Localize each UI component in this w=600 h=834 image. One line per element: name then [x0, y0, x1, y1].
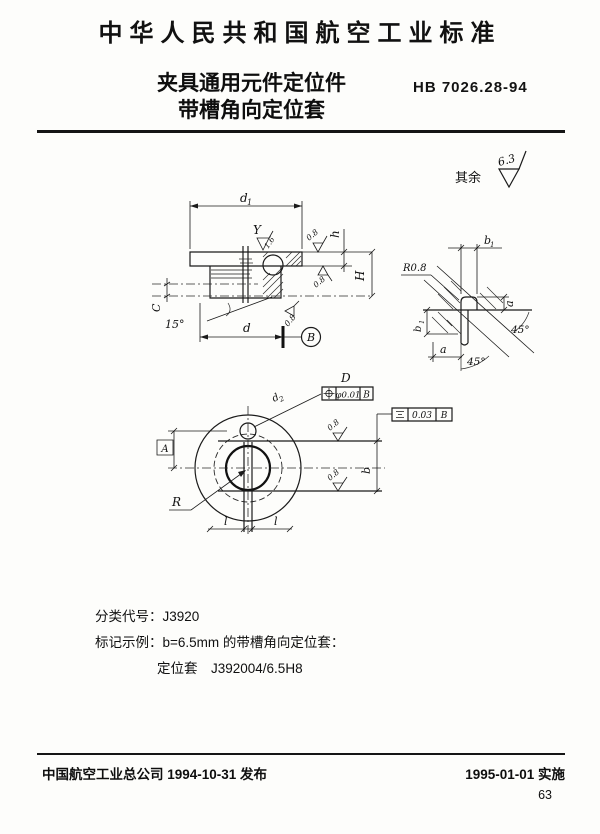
label-a-bottom: a: [440, 343, 447, 356]
label-b: b: [360, 467, 373, 474]
roughness-value-bore: 0.8: [283, 313, 298, 329]
label-angle15: 15°: [165, 318, 185, 331]
boss-outline: [210, 266, 281, 298]
label-R: R: [171, 495, 181, 509]
detail-45-chamfer-lines: [424, 266, 534, 357]
detail-callout-Y: Y 1.6: [253, 223, 277, 250]
roughness-bottom-face: 0.8: [312, 266, 332, 290]
dimension-d1: d 1: [190, 191, 302, 249]
boss-groove-lines: [211, 270, 252, 278]
label-b1-top-sub: 1: [490, 241, 494, 249]
document-title-line1: 夹具通用元件定位件: [157, 72, 346, 95]
dimension-b1-left: b 1: [413, 307, 458, 337]
release-info: 中国航空工业总公司 1994-10-31 发布: [42, 767, 268, 782]
document-title: 夹具通用元件定位件 带槽角向定位套: [104, 70, 399, 124]
detail-view-Y: b 1 R0.8 a 45° b 1 a: [401, 234, 534, 371]
document-title-line2: 带槽角向定位套: [178, 99, 325, 122]
slot-break-ticks: [239, 259, 253, 263]
technical-drawing: 其余 6.3 d: [150, 140, 600, 570]
dimension-a-right: a: [477, 294, 516, 313]
roughness-value-slot-bottom: 0.8: [326, 467, 342, 482]
dimension-l: l l: [207, 515, 293, 532]
fcf-position-frame: φ0.01 B: [322, 387, 373, 401]
plan-slot-width-lines: [218, 441, 382, 491]
label-d2-sub: 2: [277, 394, 286, 404]
fcf-symmetry-frame: 0.03 B: [377, 408, 452, 421]
dimension-angle45-right: 45°: [510, 312, 530, 336]
plan-slot-lines: [244, 442, 252, 532]
projection-lines: [302, 252, 372, 266]
roughness-slot-bottom: 0.8: [326, 467, 347, 491]
general-note-text: 其余: [455, 170, 481, 185]
detail-slot-lower: [461, 310, 468, 345]
dimension-h: h: [328, 229, 347, 272]
dimension-d: d: [200, 303, 283, 342]
label-detail-Y: Y: [253, 223, 262, 237]
label-A: A: [160, 444, 168, 455]
symmetry-tolerance-value: 0.03: [412, 411, 432, 421]
label-l-right: l: [274, 515, 278, 528]
dimension-A: A: [157, 428, 227, 471]
roughness-value-slot-top: 0.8: [326, 417, 342, 432]
dimension-R: R: [169, 470, 246, 510]
dimension-angle45-bottom: 45°: [461, 356, 489, 369]
symmetry-symbol-icon: [396, 412, 404, 418]
position-datum-ref: B: [362, 391, 370, 401]
position-symbol-icon: [324, 388, 335, 399]
general-roughness-note: 其余 6.3: [455, 151, 526, 187]
dimension-C: C: [150, 278, 170, 312]
marking-example-line1: 标记示例：b=6.5mm 的带槽角向定位套：: [95, 635, 345, 650]
label-b1-left-sub: 1: [418, 320, 426, 324]
label-h: h: [328, 230, 342, 238]
slot-radius-circle: [263, 255, 283, 275]
section-view: d 1 h H 0.8 0.8: [150, 191, 375, 348]
slot-edge-lines: [243, 246, 248, 303]
symmetry-datum-ref: B: [440, 411, 448, 421]
dimension-b1-top: b 1: [448, 234, 502, 294]
position-tolerance-value: φ0.01: [336, 391, 361, 401]
marking-example-line2: 定位套 J392004/6.5H8: [157, 661, 303, 676]
section-hatching: [263, 252, 301, 298]
roughness-top-face: 0.8: [305, 227, 327, 252]
label-b1-left: b: [413, 326, 424, 332]
roughness-slot-top: 0.8: [326, 417, 347, 441]
implementation-info: 1995-01-01 实施: [465, 767, 565, 782]
detail-slot-bump: [461, 297, 477, 310]
roughness-symbol-general: [499, 151, 526, 187]
plan-view: A R l l b 0.8 0.8: [157, 371, 452, 534]
label-d1-sub: 1: [247, 198, 252, 207]
roughness-value-bottom: 0.8: [312, 274, 328, 289]
dimension-b: b: [360, 414, 380, 494]
label-r-fillet: R0.8: [402, 263, 426, 274]
detail-hatching: [432, 281, 503, 334]
datum-B-section: B: [283, 326, 321, 348]
label-d2: d: [270, 392, 281, 405]
standard-org-title: 中华人民共和国航空工业标准: [98, 20, 502, 47]
label-datum-B: B: [306, 331, 315, 344]
label-d: d: [243, 321, 251, 335]
header-divider: [37, 130, 565, 133]
page-number: 63: [538, 788, 552, 802]
label-a-right: a: [503, 300, 516, 307]
dimension-r-fillet: R0.8: [401, 263, 459, 300]
label-angle45-right: 45°: [510, 324, 530, 336]
dimension-a-bottom: a: [428, 342, 464, 362]
roughness-value-top: 0.8: [305, 227, 321, 242]
dimension-H: H: [353, 249, 375, 299]
standard-number: HB 7026.28-94: [413, 79, 528, 96]
label-d1: d: [240, 191, 248, 205]
classification-code-line: 分类代号：J3920: [95, 609, 200, 624]
footer-divider: [37, 753, 565, 755]
hole-leader-d2: d 2: [254, 392, 321, 427]
roughness-bore: 0.8: [283, 301, 299, 328]
label-H: H: [353, 270, 367, 282]
dimension-angle15: 15°: [165, 297, 272, 331]
label-b1-top: b: [484, 234, 491, 247]
label-angle45-bottom: 45°: [466, 356, 486, 368]
label-l-left: l: [224, 515, 228, 528]
label-C: C: [150, 303, 163, 312]
general-roughness-value: 6.3: [496, 152, 516, 169]
label-D: D: [340, 371, 351, 385]
